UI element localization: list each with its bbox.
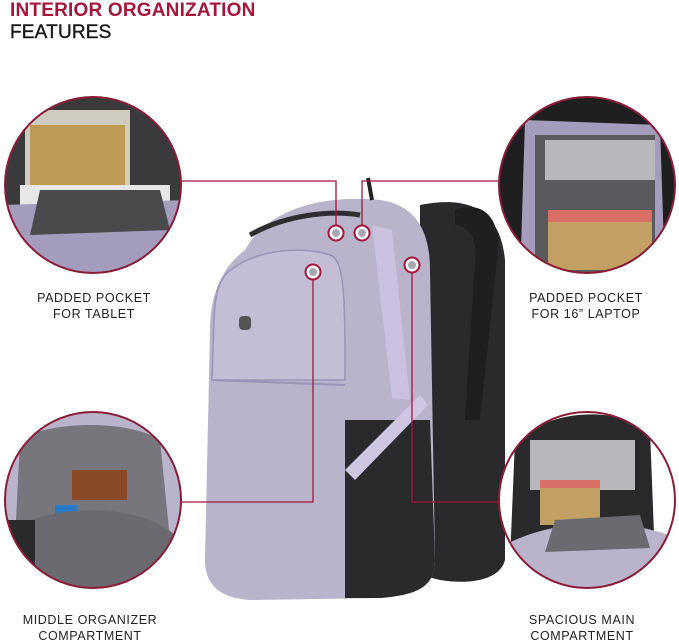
feature-label-main: SPACIOUS MAIN COMPARTMENT <box>482 612 679 644</box>
hotspot-main <box>403 256 421 274</box>
page-title: INTERIOR ORGANIZATION FEATURES <box>10 0 256 44</box>
feature-label-tablet: PADDED POCKET FOR TABLET <box>0 290 194 322</box>
detail-image-laptop-pocket <box>498 96 676 274</box>
hotspot-laptop <box>353 224 371 242</box>
title-line-1: INTERIOR ORGANIZATION <box>10 0 256 21</box>
title-line-2: FEATURES <box>10 22 112 43</box>
leader-lines <box>165 180 512 503</box>
detail-image-main-compartment <box>498 411 676 589</box>
feature-label-organizer: MIDDLE ORGANIZER COMPARTMENT <box>0 612 190 644</box>
feature-label-line: COMPARTMENT <box>530 629 634 643</box>
detail-image-tablet-pocket <box>4 96 182 274</box>
logo-icon <box>239 316 251 330</box>
detail-image-organizer <box>4 411 182 589</box>
feature-label-line: FOR 16” LAPTOP <box>531 307 641 321</box>
feature-label-laptop: PADDED POCKET FOR 16” LAPTOP <box>486 290 679 322</box>
backpack-image <box>205 177 505 600</box>
feature-label-line: SPACIOUS MAIN <box>528 613 636 627</box>
feature-label-line: MIDDLE ORGANIZER <box>22 613 158 627</box>
feature-label-line: FOR TABLET <box>53 307 135 321</box>
hotspot-organizer <box>304 263 322 281</box>
hotspot-tablet <box>327 224 345 242</box>
feature-label-line: PADDED POCKET <box>37 291 151 305</box>
feature-label-line: PADDED POCKET <box>529 291 643 305</box>
hotspot-markers[interactable] <box>304 224 421 281</box>
feature-label-line: COMPARTMENT <box>38 629 142 643</box>
